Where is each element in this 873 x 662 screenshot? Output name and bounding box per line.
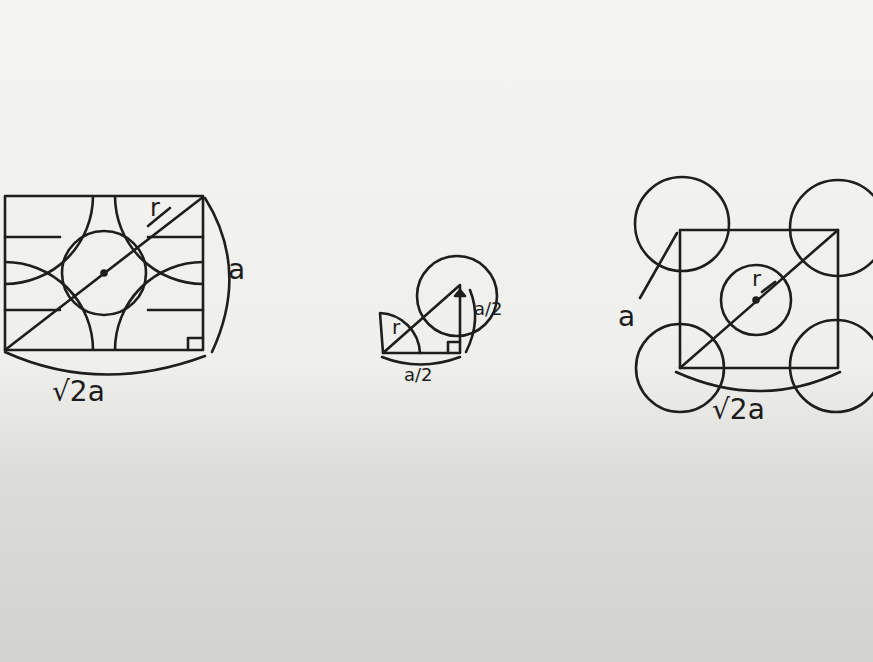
edge-length: a — [228, 256, 245, 284]
body-center-section — [635, 177, 873, 412]
half-edge: a/2 — [404, 366, 433, 384]
diagonal-length: √2a — [712, 396, 765, 424]
radius-label: r — [150, 196, 160, 220]
diagonal-length: √2a — [52, 378, 105, 406]
face-section — [0, 108, 291, 438]
half-edge: a/2 — [474, 300, 503, 318]
edge-length: a — [618, 303, 635, 331]
radius-label: r — [752, 268, 761, 290]
radius-label: r — [392, 317, 400, 337]
